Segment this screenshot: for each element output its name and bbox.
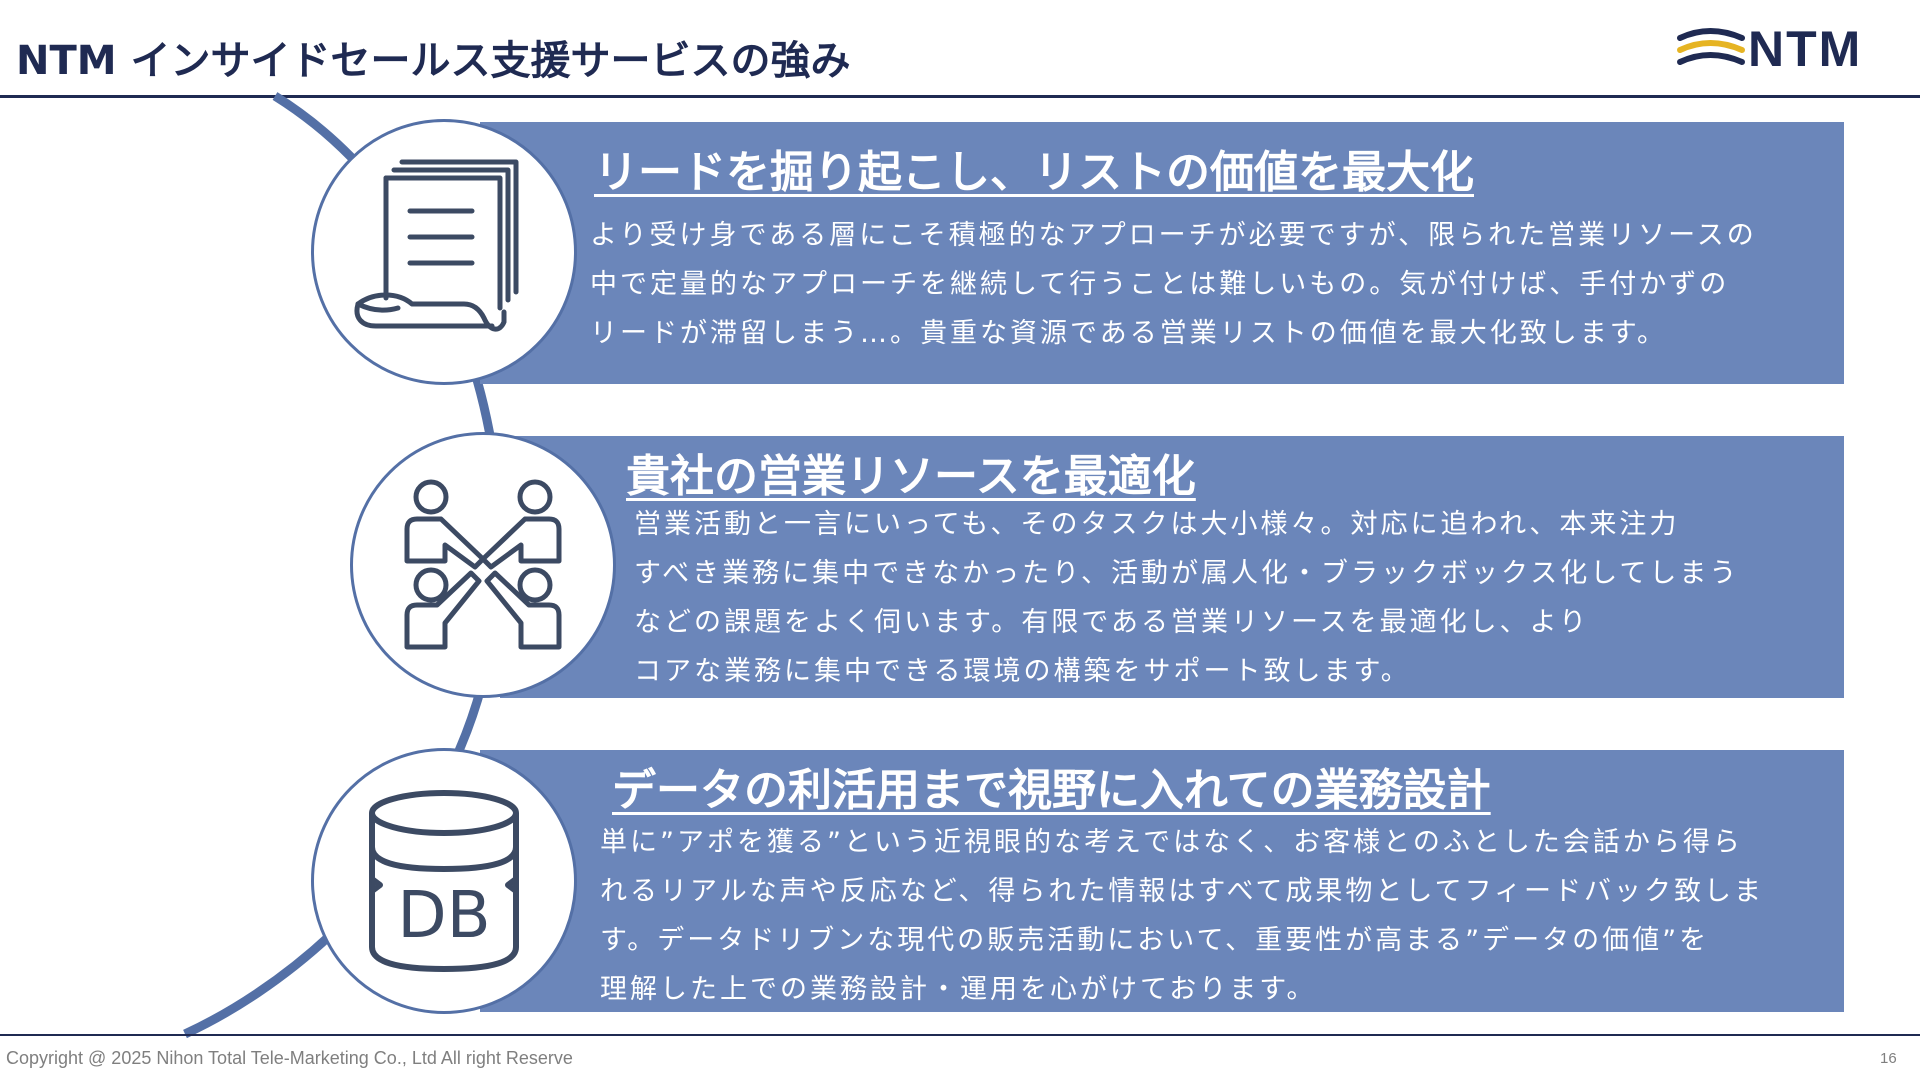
section-icon-circle-1: [311, 119, 577, 385]
section-1-line-1: より受け身である層にこそ積極的なアプローチが必要ですが、限られた営業リソースの: [590, 220, 1757, 251]
section-heading-1: リードを掘り起こし、リストの価値を最大化: [594, 147, 1474, 198]
section-heading-3: データの利活用まで視野に入れての業務設計: [612, 765, 1491, 816]
section-icon-circle-2: [350, 432, 616, 698]
section-panel-3: [480, 750, 1844, 1012]
section-panel-2: [500, 436, 1844, 698]
footer-divider: [0, 1034, 1920, 1036]
header-divider: [0, 95, 1920, 98]
section-2-line-1: 営業活動と一言にいっても、そのタスクは大小様々。対応に追われ、本来注力: [634, 509, 1680, 540]
section-3-line-2: れるリアルな声や反応など、得られた情報はすべて成果物としてフィードバック致しま: [600, 876, 1765, 907]
section-1-line-3: リードが滞留しまう…。貴重な資源である営業リストの価値を最大化致します。: [590, 318, 1668, 349]
wave-logo-icon: [1677, 28, 1745, 65]
section-panel-1: [480, 122, 1844, 384]
section-1-line-2: 中で定量的なアプローチを継続して行うことは難しいもの。気が付けば、手付かずの: [590, 269, 1730, 300]
database-icon-label: DB: [397, 879, 490, 953]
logo-wordmark: NTM: [1748, 21, 1863, 77]
section-2-line-2: すべき業務に集中できなかったり、活動が属人化・ブラックボックス化してしまう: [634, 558, 1740, 589]
document-stack-icon: [354, 159, 519, 332]
team-collaboration-icon: [404, 479, 562, 650]
ntm-logo: NTM: [1676, 21, 1886, 77]
section-2-line-3: などの課題をよく伺います。有限である営業リソースを最適化し、より: [634, 607, 1590, 638]
section-body-1: より受け身である層にこそ積極的なアプローチが必要ですが、限られた営業リソースの …: [590, 211, 1757, 358]
section-heading-2: 貴社の営業リソースを最適化: [626, 451, 1196, 502]
section-3-line-3: す。データドリブンな現代の販売活動において、重要性が高まる”データの価値”を: [600, 925, 1710, 956]
database-icon: DB: [369, 790, 519, 972]
section-2-line-4: コアな業務に集中できる環境の構築をサポート致します。: [634, 656, 1411, 687]
footer-copyright: Copyright @ 2025 Nihon Total Tele-Market…: [6, 1048, 573, 1068]
page-number: 16: [1880, 1050, 1897, 1067]
section-body-2: 営業活動と一言にいっても、そのタスクは大小様々。対応に追われ、本来注力 すべき業…: [634, 500, 1739, 696]
section-3-line-4: 理解した上での業務設計・運用を心がけております。: [600, 974, 1317, 1005]
section-icon-circle-3: DB: [311, 748, 577, 1014]
section-body-3: 単に”アポを獲る”という近視眼的な考えではなく、お客様とのふとした会話から得ら …: [600, 818, 1764, 1014]
page-title: NTM インサイドセールス支援サービスの強み: [16, 38, 851, 84]
section-3-line-1: 単に”アポを獲る”という近視眼的な考えではなく、お客様とのふとした会話から得ら: [600, 827, 1743, 858]
